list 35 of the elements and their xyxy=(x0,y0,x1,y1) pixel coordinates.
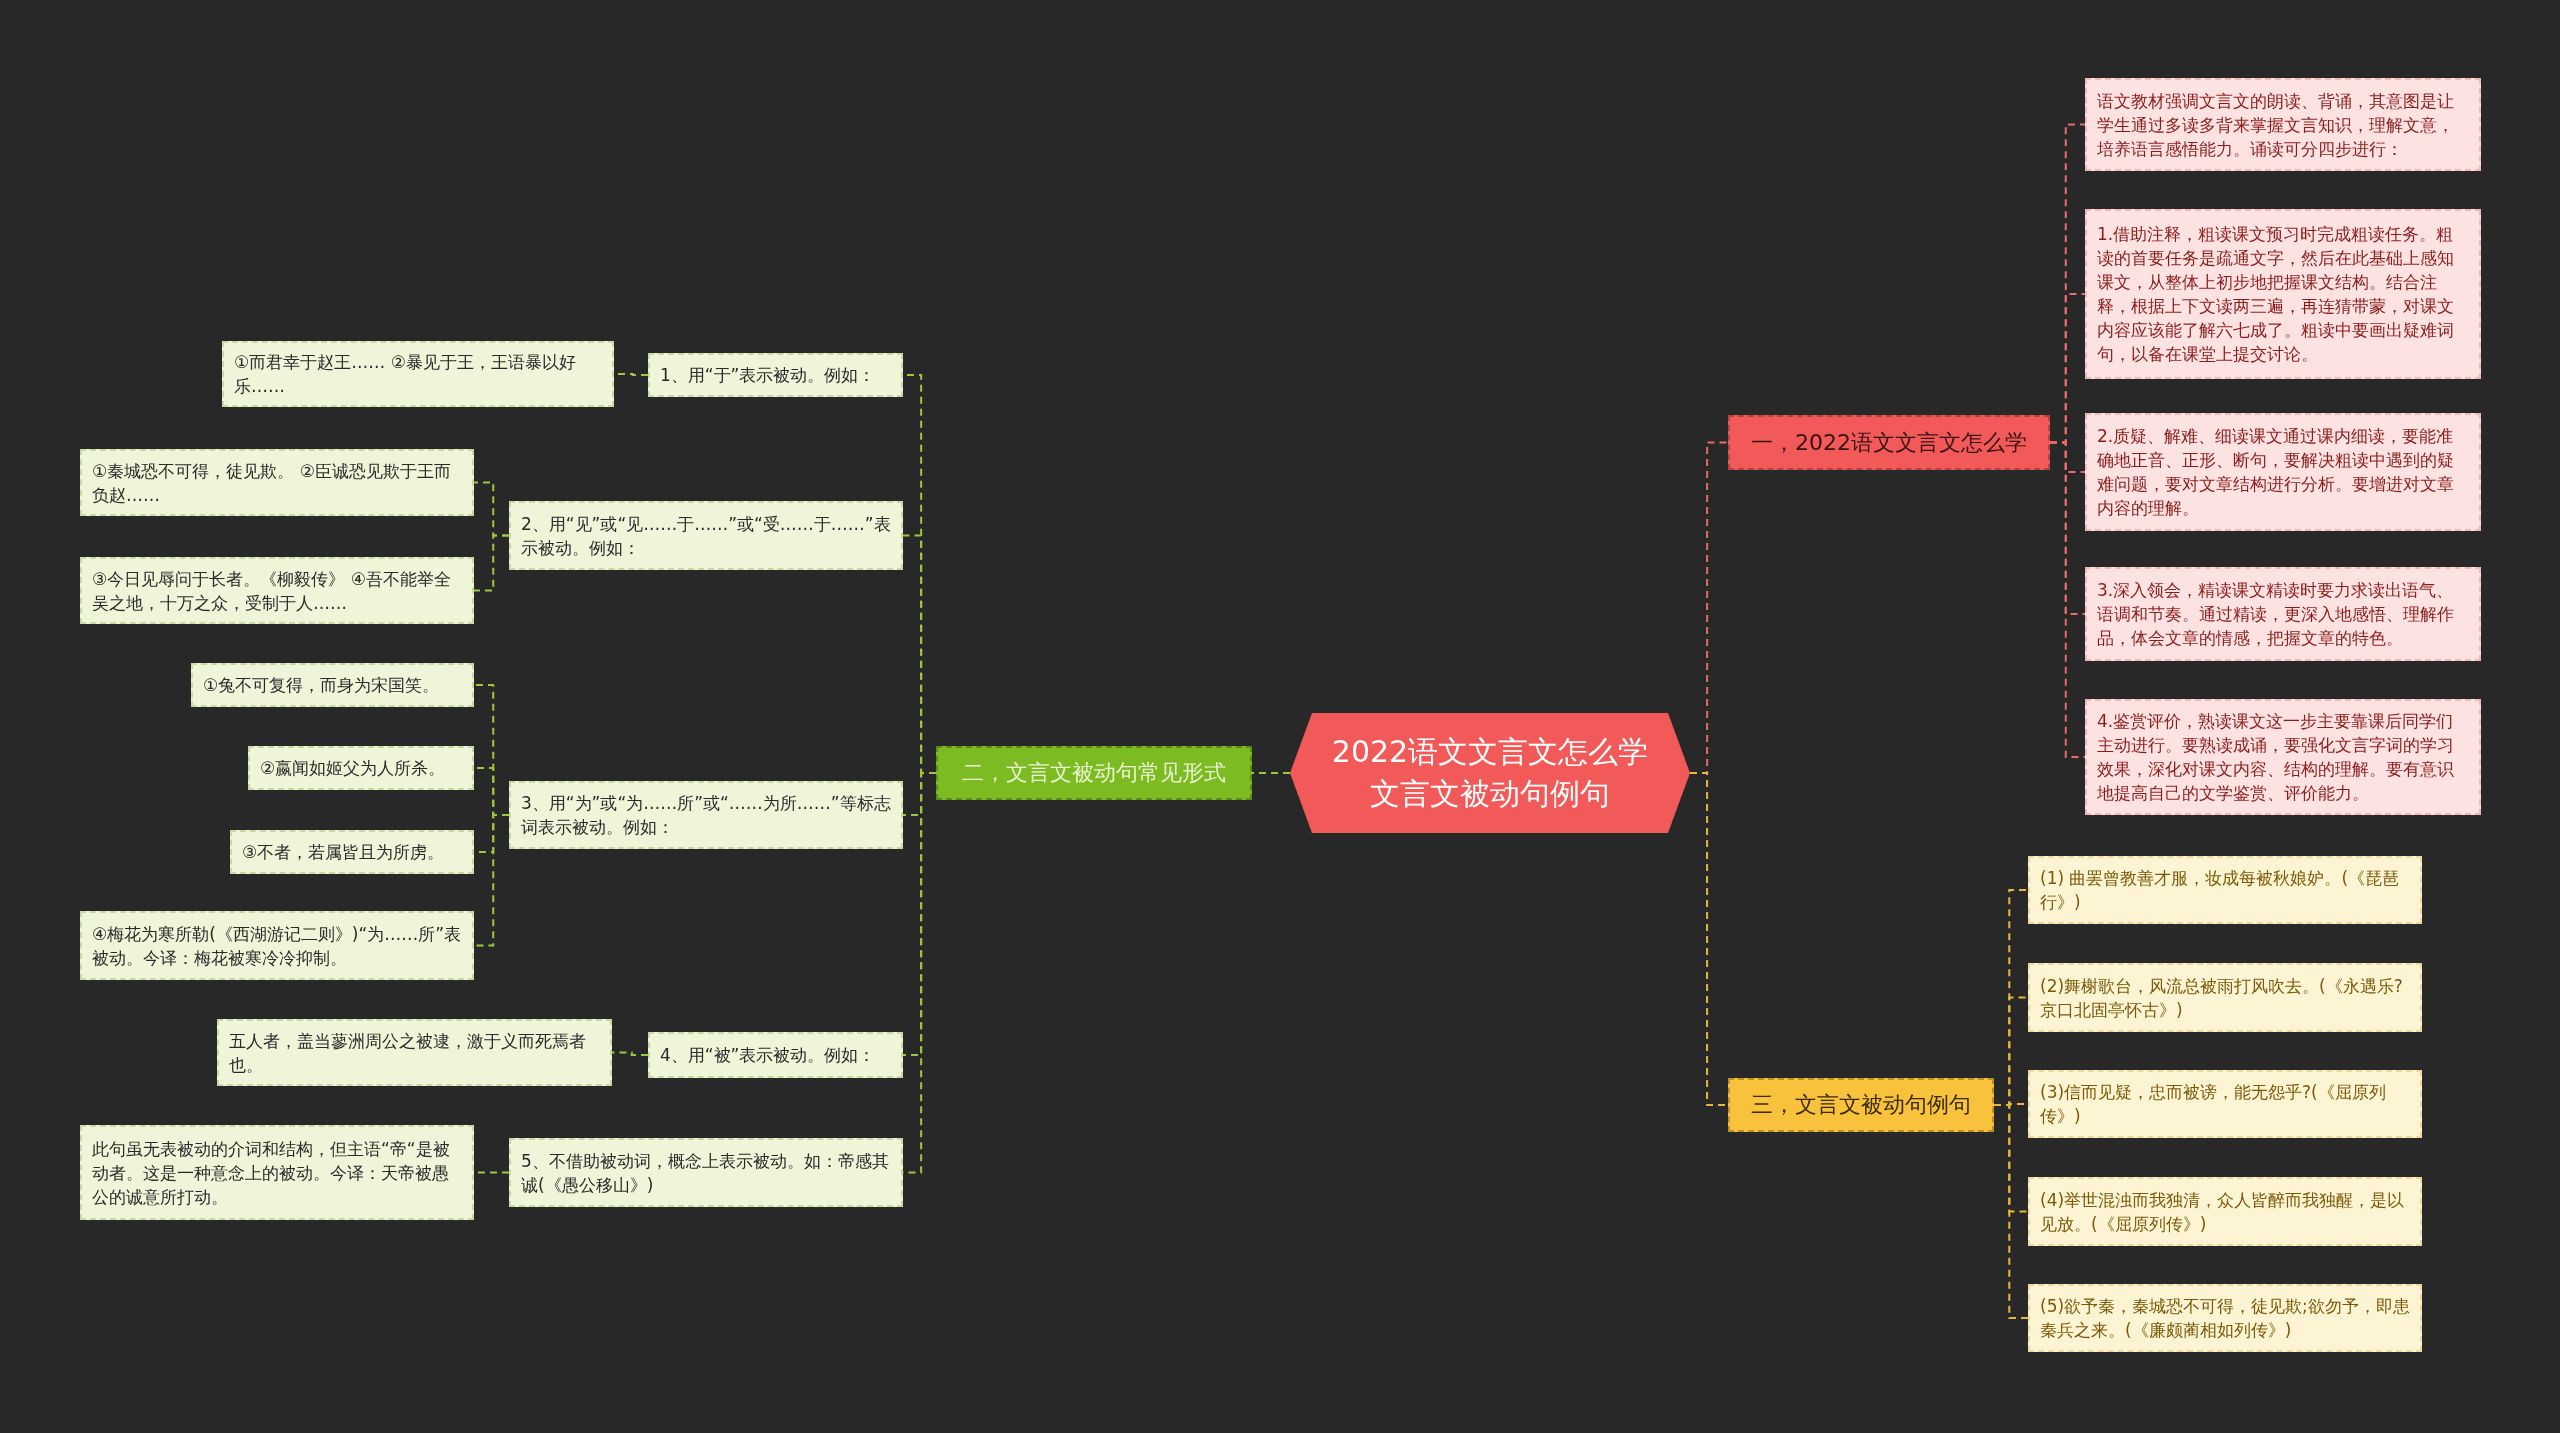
text-box: (5)欲予秦，秦城恐不可得，徒见欺;欲勿予，即患秦兵之来。(《廉颇蔺相如列传》) xyxy=(2028,1284,2422,1352)
text-box: 语文教材强调文言文的朗读、背诵，其意图是让学生通过多读多背来掌握文言知识，理解文意，培养语言感悟能力。诵读可分四步进行： xyxy=(2085,78,2481,171)
connector-line xyxy=(473,534,510,592)
text-box: 2.质疑、解难、细读课文通过课内细读，要能准确地正音、正形、断句，要解决粗读中遇到的疑难问题，要对文章结构进行分析。要增进对文章内容的理解。 xyxy=(2085,413,2481,531)
connector-line xyxy=(1993,1104,2029,1319)
branch-topic: 三，文言文被动句例句 xyxy=(1728,1078,1994,1132)
text-box: 此句虽无表被动的介词和结构，但主语“帝“是被动者。这是一种意念上的被动。今译：天帝被愚公的诚意所打动。 xyxy=(80,1125,474,1220)
text-box: ①兔不可复得，而身为宋国笑。 xyxy=(191,663,474,707)
text-box: (2)舞榭歌台，风流总被雨打风吹去。(《永遇乐?京口北固亭怀古》) xyxy=(2028,963,2422,1032)
topic-title: 文言文被动句例句 xyxy=(1370,775,1610,813)
text-box: (4)举世混浊而我独清，众人皆醉而我独醒，是以见放。(《屈原列传》) xyxy=(2028,1177,2422,1246)
connector-line xyxy=(1251,772,1291,774)
branch-topic: 二，文言文被动句常见形式 xyxy=(936,746,1252,800)
text-box: ②嬴闻如姬父为人所杀。 xyxy=(248,746,474,790)
text-box: 1、用“于”表示被动。例如： xyxy=(648,353,903,397)
topic-title: 2022语文文言文怎么学 xyxy=(1331,733,1649,771)
text-box: (3)信而见疑，忠而被谤，能无怨乎?(《屈原列传》) xyxy=(2028,1070,2422,1138)
text-box: 五人者，盖当蓼洲周公之被逮，激于义而死焉者也。 xyxy=(217,1019,612,1086)
text-box: ①而君幸于赵王…… ②暴见于王，王语暴以好乐…… xyxy=(222,341,614,407)
text-box: 5、不借助被动词，概念上表示被动。如：帝感其诚(《愚公移山》) xyxy=(509,1138,903,1207)
branch-topic: 一，2022语文文言文怎么学 xyxy=(1728,415,2050,470)
text-box: ③今日见辱问于长者。《柳毅传》 ④吾不能举全吴之地，十万之众，受制于人…… xyxy=(80,557,474,624)
text-box: ④梅花为寒所勒(《西湖游记二则》)“为……所”表被动。今译：梅花被寒冷冷抑制。 xyxy=(80,911,474,980)
text-box: 4、用“被”表示被动。例如： xyxy=(648,1032,903,1078)
text-box: 2、用“见”或“见……于……”或“受……于……”表示被动。例如： xyxy=(509,501,903,570)
text-box: ①秦城恐不可得，徒见欺。 ②臣诚恐见欺于王而负赵…… xyxy=(80,449,474,516)
text-box: ③不者，若属皆且为所虏。 xyxy=(230,830,474,874)
text-box: 3.深入领会，精读课文精读时要力求读出语气、语调和节奏。通过精读，更深入地感悟、理解作品，体会文章的情感，把握文章的特色。 xyxy=(2085,567,2481,661)
central-topic-hexagon xyxy=(1290,713,1690,833)
text-box: 3、用“为”或“为……所”或“……为所……”等标志词表示被动。例如： xyxy=(509,781,903,849)
connector-line xyxy=(2049,441,2086,758)
text-box: (1) 曲罢曾教善才服，妆成每被秋娘妒。(《琵琶行》) xyxy=(2028,856,2422,924)
text-box: 4.鉴赏评价，熟读课文这一步主要靠课后同学们主动进行。要熟读成诵，要强化文言字词的学习效果，深化对课文内容、结构的理解。要有意识地提高自己的文学鉴赏、评价能力。 xyxy=(2085,699,2481,815)
connector-line xyxy=(611,1051,649,1056)
text-box: 1.借助注释，粗读课文预习时完成粗读任务。粗读的首要任务是疏通文字，然后在此基础上感知课文，从整体上初步地把握课文结构。结合注释，根据上下文读两三遍，再连猜带蒙，对课文内容应该能了解六七成了。粗读中要画出疑难词句，以备在课堂上提交讨论。 xyxy=(2085,209,2481,379)
